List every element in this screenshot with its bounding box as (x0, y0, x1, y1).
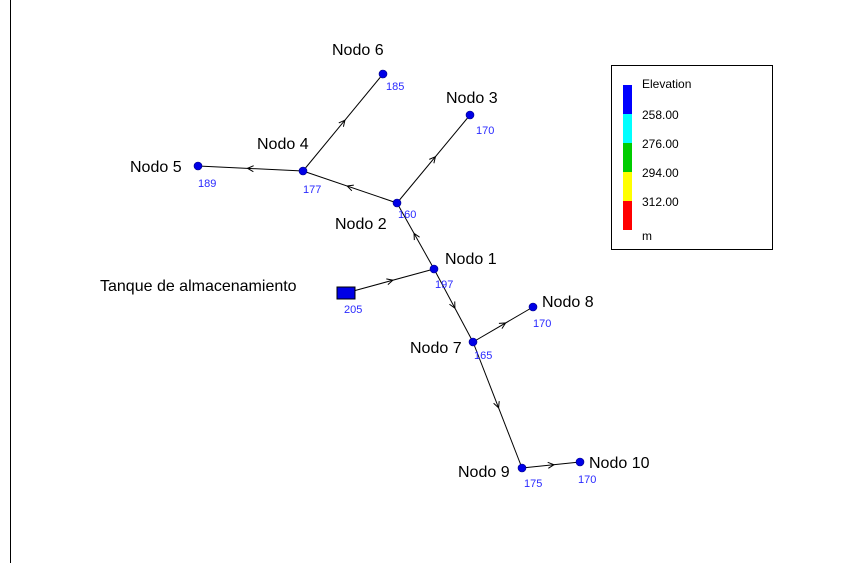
flow-arrow-icon (346, 184, 354, 192)
node-elevation-label: 205 (344, 304, 362, 316)
legend-label: 312.00 (642, 195, 679, 209)
node-elevation-label: 160 (398, 209, 416, 221)
junction-node[interactable] (528, 302, 538, 312)
legend-item: 312.00 (622, 172, 762, 209)
legend-swatch (623, 172, 632, 201)
legend-item: 258.00 (622, 85, 762, 122)
node-elevation-label: 170 (533, 318, 551, 330)
node-elevation-label: 165 (474, 350, 492, 362)
pipe-link[interactable] (302, 73, 384, 172)
legend-title: Elevation (642, 77, 692, 91)
legend-unit: m (642, 229, 652, 243)
pipe-link[interactable] (345, 268, 435, 294)
junction-node[interactable] (517, 463, 527, 473)
junction-node[interactable] (465, 110, 475, 120)
flow-arrow-icon (547, 461, 556, 469)
pipe-link[interactable] (302, 170, 398, 204)
legend-swatch (623, 143, 632, 172)
pipe-link[interactable] (433, 268, 474, 343)
flow-arrow-icon (429, 155, 437, 164)
legend-swatch (623, 114, 632, 143)
legend-item (622, 201, 762, 230)
node-label: Nodo 5 (130, 159, 182, 176)
node-label: Nodo 2 (335, 216, 387, 233)
flow-arrow-icon (498, 322, 507, 329)
node-label: Nodo 6 (332, 42, 384, 59)
junction-node[interactable] (575, 457, 585, 467)
legend-swatch (623, 85, 632, 114)
legend-label: 258.00 (642, 108, 679, 122)
node-label: Nodo 9 (458, 464, 510, 481)
flow-arrow-icon (338, 119, 346, 127)
node-elevation-label: 185 (386, 81, 404, 93)
pipe-link[interactable] (197, 165, 304, 172)
node-label: Nodo 10 (589, 455, 650, 472)
flow-arrow-icon (386, 278, 394, 286)
node-elevation-label: 170 (476, 125, 494, 137)
flow-arrow-icon (413, 232, 420, 241)
node-elevation-label: 175 (524, 478, 542, 490)
pipe-link[interactable] (521, 461, 581, 469)
flow-arrow-icon (493, 401, 500, 409)
flow-arrow-icon (449, 301, 456, 310)
elevation-legend[interactable]: Elevation 258.00 276.00 294.00 312.00 m (611, 65, 773, 250)
legend-item: 294.00 (622, 143, 762, 180)
pipe-link[interactable] (396, 202, 435, 270)
legend-item: 276.00 (622, 114, 762, 151)
pipe-link[interactable] (472, 341, 523, 469)
pipe-link[interactable] (396, 114, 471, 204)
node-label: Nodo 4 (257, 136, 309, 153)
flow-arrow-icon (246, 165, 254, 173)
junction-node[interactable] (392, 198, 402, 208)
node-label: Nodo 7 (410, 340, 462, 357)
tank-symbol[interactable] (336, 286, 356, 300)
node-label: Nodo 8 (542, 294, 594, 311)
node-label: Nodo 3 (446, 90, 498, 107)
legend-label: 294.00 (642, 166, 679, 180)
node-elevation-label: 197 (435, 279, 453, 291)
junction-node[interactable] (429, 264, 439, 274)
map-frame-border (10, 0, 11, 563)
node-elevation-label: 189 (198, 178, 216, 190)
pipe-link[interactable] (472, 306, 534, 343)
junction-node[interactable] (468, 337, 478, 347)
junction-node[interactable] (193, 161, 203, 171)
legend-swatch (623, 201, 632, 230)
node-label: Nodo 1 (445, 251, 497, 268)
node-label: Tanque de almacenamiento (100, 278, 297, 295)
junction-node[interactable] (378, 69, 388, 79)
legend-label: 276.00 (642, 137, 679, 151)
node-elevation-label: 177 (303, 184, 321, 196)
node-elevation-label: 170 (578, 474, 596, 486)
junction-node[interactable] (298, 166, 308, 176)
